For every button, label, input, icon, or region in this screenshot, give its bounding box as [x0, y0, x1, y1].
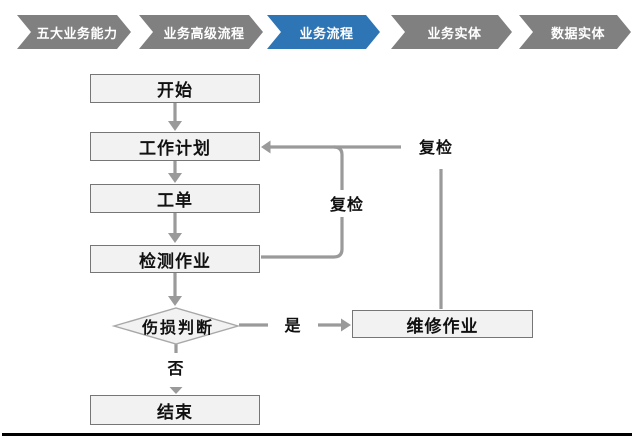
bottom-divider: [2, 433, 632, 436]
node-inspection: 检测作业: [90, 245, 260, 273]
nav-step-data-entity[interactable]: 数据实体: [519, 15, 631, 49]
edge-label-yes: 是: [284, 318, 302, 335]
nav-step-business-process[interactable]: 业务流程: [267, 15, 380, 49]
arrowhead-into-inspection: [168, 233, 182, 243]
node-work-order: 工单: [90, 184, 260, 213]
arrowhead-into-workorder: [168, 173, 182, 183]
edge-label-recheck-inner: 复检: [329, 197, 365, 214]
node-damage-decision-label: 伤损判断: [141, 320, 215, 337]
connector-recheck-inner-upper: [333, 145, 344, 190]
nav-step-business-capabilities[interactable]: 五大业务能力: [17, 15, 131, 49]
edge-label-no: 否: [167, 361, 185, 378]
arrowhead-into-decision: [168, 296, 182, 306]
nav-step-label: 业务高级流程: [163, 25, 245, 41]
nav-step-label: 业务流程: [299, 25, 354, 41]
nav-step-label: 数据实体: [550, 25, 605, 41]
arrowhead-into-repair: [341, 318, 351, 332]
edge-label-recheck-outer: 复检: [418, 140, 454, 157]
arrowhead-into-workplan: [168, 121, 182, 131]
nav-step-business-entity[interactable]: 业务实体: [391, 15, 512, 49]
arrowhead-recheck-into-workplan: [261, 140, 271, 154]
connector-recheck-inner-lower: [261, 217, 344, 259]
node-start: 开始: [90, 74, 260, 103]
node-repair: 维修作业: [352, 310, 533, 338]
nav-step-high-level-process[interactable]: 业务高级流程: [139, 15, 263, 49]
nav-step-label: 五大业务能力: [36, 25, 118, 41]
nav-step-label: 业务实体: [427, 25, 482, 41]
decision-diamond-shape: [111, 307, 241, 345]
arrowhead-into-end: [169, 387, 183, 394]
node-work-plan: 工作计划: [90, 132, 260, 161]
node-end: 结束: [90, 395, 260, 425]
